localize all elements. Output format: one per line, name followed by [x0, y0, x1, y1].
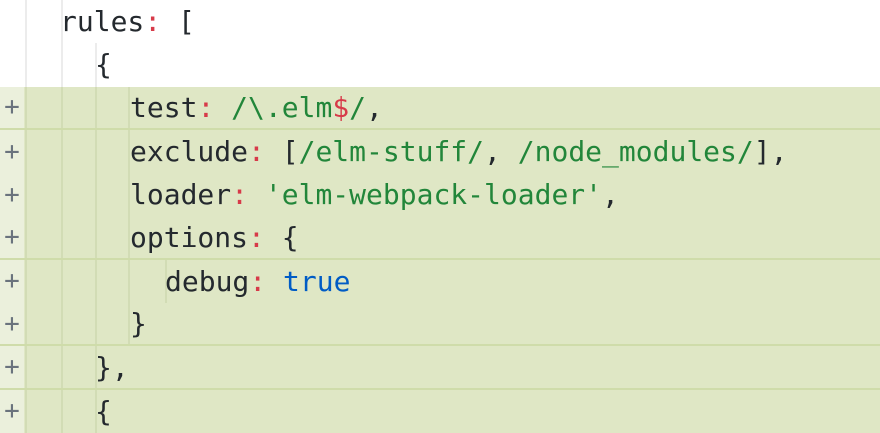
- indent-guide: [95, 86, 97, 128]
- code-token: ,: [602, 178, 619, 212]
- code-text: exclude: [/elm-stuff/, /node_modules/],: [130, 135, 787, 168]
- code-line: +{: [0, 389, 880, 433]
- code-text: test: /\.elm$/,: [130, 91, 383, 124]
- code-token: {: [264, 220, 299, 254]
- code-line: +}: [0, 303, 880, 347]
- code-token: ],: [753, 135, 788, 169]
- indent-guide: [25, 303, 27, 345]
- indent-guide: [25, 173, 27, 217]
- added-line-marker: +: [0, 389, 24, 433]
- code-text: options: {: [130, 221, 299, 254]
- indent-guide: [128, 173, 130, 217]
- indent-guide: [61, 43, 63, 87]
- indent-guide: [61, 346, 63, 388]
- code-token: /node_modules/: [517, 135, 754, 169]
- code-line: + options: {: [0, 216, 880, 260]
- code-token: exclude: [130, 135, 249, 169]
- code-token: :: [249, 264, 267, 298]
- code-token: 'elm-webpack-loader': [264, 178, 603, 212]
- line-gutter: [0, 0, 24, 43]
- line-gutter: [0, 43, 24, 86]
- indent-guide: [128, 259, 130, 304]
- code-token: $: [332, 90, 350, 124]
- indent-guide: [61, 173, 63, 217]
- indent-guide: [95, 43, 97, 87]
- code-token: /\.elm: [231, 90, 333, 124]
- code-token: :: [248, 220, 265, 254]
- code-token: /: [349, 90, 367, 124]
- code-text: {: [95, 395, 112, 428]
- indent-guide: [95, 389, 97, 433]
- added-line-marker: +: [0, 129, 24, 174]
- code-token: }: [130, 307, 147, 341]
- added-line-marker: +: [0, 346, 24, 388]
- indent-guide: [128, 303, 130, 345]
- code-token: [214, 91, 231, 124]
- indent-guide: [95, 346, 97, 388]
- indent-guide: [95, 259, 97, 304]
- added-line-marker: +: [0, 259, 24, 304]
- code-token: options: [130, 220, 249, 254]
- indent-guide: [25, 216, 27, 258]
- indent-guide: [61, 0, 63, 44]
- code-token: test: [130, 90, 198, 124]
- indent-guide: [61, 389, 63, 433]
- indent-guide: [25, 389, 27, 433]
- indent-guide: [25, 259, 27, 304]
- added-line-marker: +: [0, 303, 24, 345]
- code-token: loader: [130, 178, 232, 212]
- code-text: loader: 'elm-webpack-loader',: [130, 178, 619, 211]
- indent-guide: [95, 216, 97, 258]
- code-line: rules: [: [0, 0, 880, 44]
- code-token: {: [95, 394, 112, 428]
- code-text: {: [95, 48, 112, 81]
- added-line-marker: +: [0, 216, 24, 258]
- code-token: [: [264, 135, 299, 169]
- code-line: + debug: true: [0, 259, 880, 304]
- code-line: +},: [0, 346, 880, 390]
- code-token: :: [231, 178, 249, 212]
- code-line: + test: /\.elm$/,: [0, 86, 880, 130]
- code-line: + exclude: [/elm-stuff/, /node_modules/],: [0, 129, 880, 174]
- code-text: rules: [: [60, 5, 195, 38]
- code-token: [248, 178, 265, 211]
- code-token: :: [248, 135, 265, 169]
- code-token: rules: [60, 5, 145, 39]
- code-text: debug: true: [165, 265, 350, 298]
- code-token: :: [197, 90, 215, 124]
- added-line-marker: +: [0, 86, 24, 128]
- indent-guide: [95, 173, 97, 217]
- indent-guide: [95, 129, 97, 174]
- indent-guide: [61, 259, 63, 304]
- indent-guide: [128, 216, 130, 258]
- indent-guide: [165, 259, 167, 304]
- indent-guide: [25, 0, 27, 44]
- code-line: + loader: 'elm-webpack-loader',: [0, 173, 880, 217]
- code-token: [: [161, 5, 195, 39]
- indent-guide: [61, 216, 63, 258]
- code-line: {: [0, 43, 880, 87]
- indent-guide: [61, 86, 63, 128]
- code-token: {: [95, 48, 112, 82]
- indent-guide: [95, 303, 97, 345]
- indent-guide: [128, 86, 130, 128]
- code-token: true: [283, 264, 351, 298]
- code-token: [266, 265, 283, 298]
- code-token: debug: [165, 264, 250, 298]
- code-text: }: [130, 307, 147, 340]
- added-line-marker: +: [0, 173, 24, 217]
- indent-guide: [25, 43, 27, 87]
- code-token: :: [144, 5, 162, 39]
- code-token: ,: [366, 90, 383, 124]
- indent-guide: [25, 129, 27, 174]
- code-text: },: [95, 351, 129, 384]
- code-token: /elm-stuff/: [298, 135, 485, 169]
- indent-guide: [25, 86, 27, 128]
- indent-guide: [61, 129, 63, 174]
- indent-guide: [25, 346, 27, 388]
- code-token: },: [95, 350, 129, 384]
- code-token: ,: [484, 135, 518, 169]
- indent-guide: [128, 129, 130, 174]
- indent-guide: [61, 303, 63, 345]
